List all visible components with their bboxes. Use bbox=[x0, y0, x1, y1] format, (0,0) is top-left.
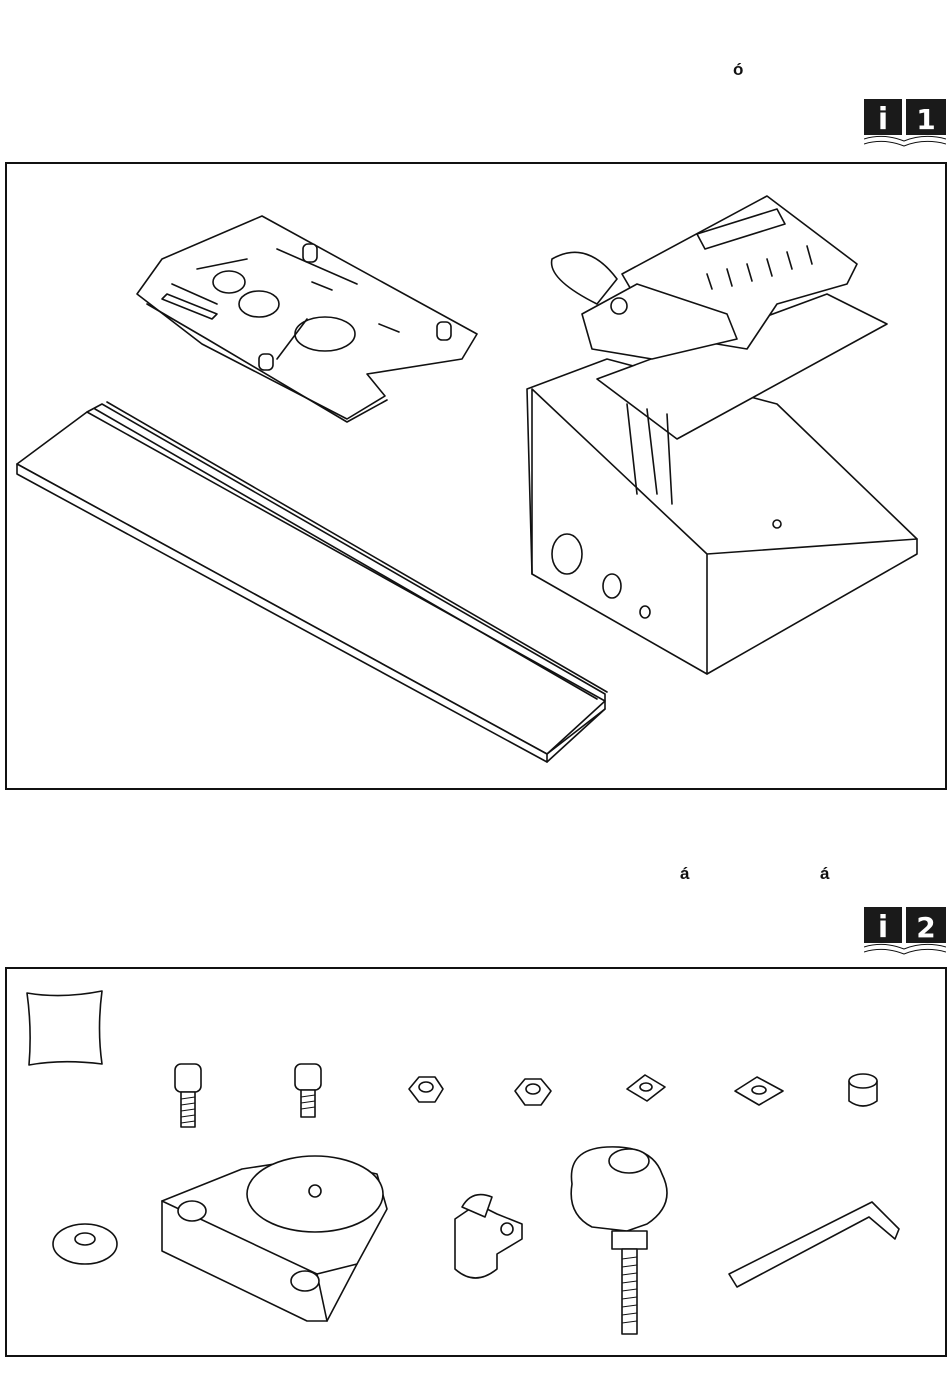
info-book-icon-2: i 2 bbox=[864, 907, 946, 957]
round-washer bbox=[53, 1224, 117, 1264]
square-washer bbox=[735, 1077, 783, 1105]
header-glyph-2a: á bbox=[680, 864, 689, 884]
base-plate bbox=[137, 216, 477, 422]
bolt-long bbox=[175, 1064, 201, 1127]
hex-key bbox=[729, 1202, 899, 1287]
saw-attachment bbox=[527, 196, 917, 674]
figure-panel-1 bbox=[5, 162, 947, 790]
guide-rail bbox=[17, 402, 607, 762]
info-book-icon-1: i 1 bbox=[864, 99, 946, 149]
square-nut bbox=[627, 1075, 665, 1101]
svg-text:i: i bbox=[878, 910, 888, 945]
hex-nut bbox=[409, 1077, 443, 1102]
svg-text:i: i bbox=[878, 102, 888, 137]
bolt-short bbox=[295, 1064, 321, 1117]
spacer-sleeve bbox=[849, 1074, 877, 1106]
badge-number-2: 2 bbox=[916, 911, 935, 944]
header-glyph-1: ó bbox=[733, 60, 743, 80]
header-glyph-2b: á bbox=[820, 864, 829, 884]
accessory-bag-icon bbox=[27, 991, 102, 1065]
cam-lever bbox=[455, 1195, 522, 1278]
figure-panel-2 bbox=[5, 967, 947, 1357]
angle-base bbox=[162, 1156, 387, 1321]
star-knob-screw bbox=[571, 1147, 667, 1334]
lock-nut bbox=[515, 1079, 551, 1105]
badge-number-1: 1 bbox=[916, 103, 935, 136]
